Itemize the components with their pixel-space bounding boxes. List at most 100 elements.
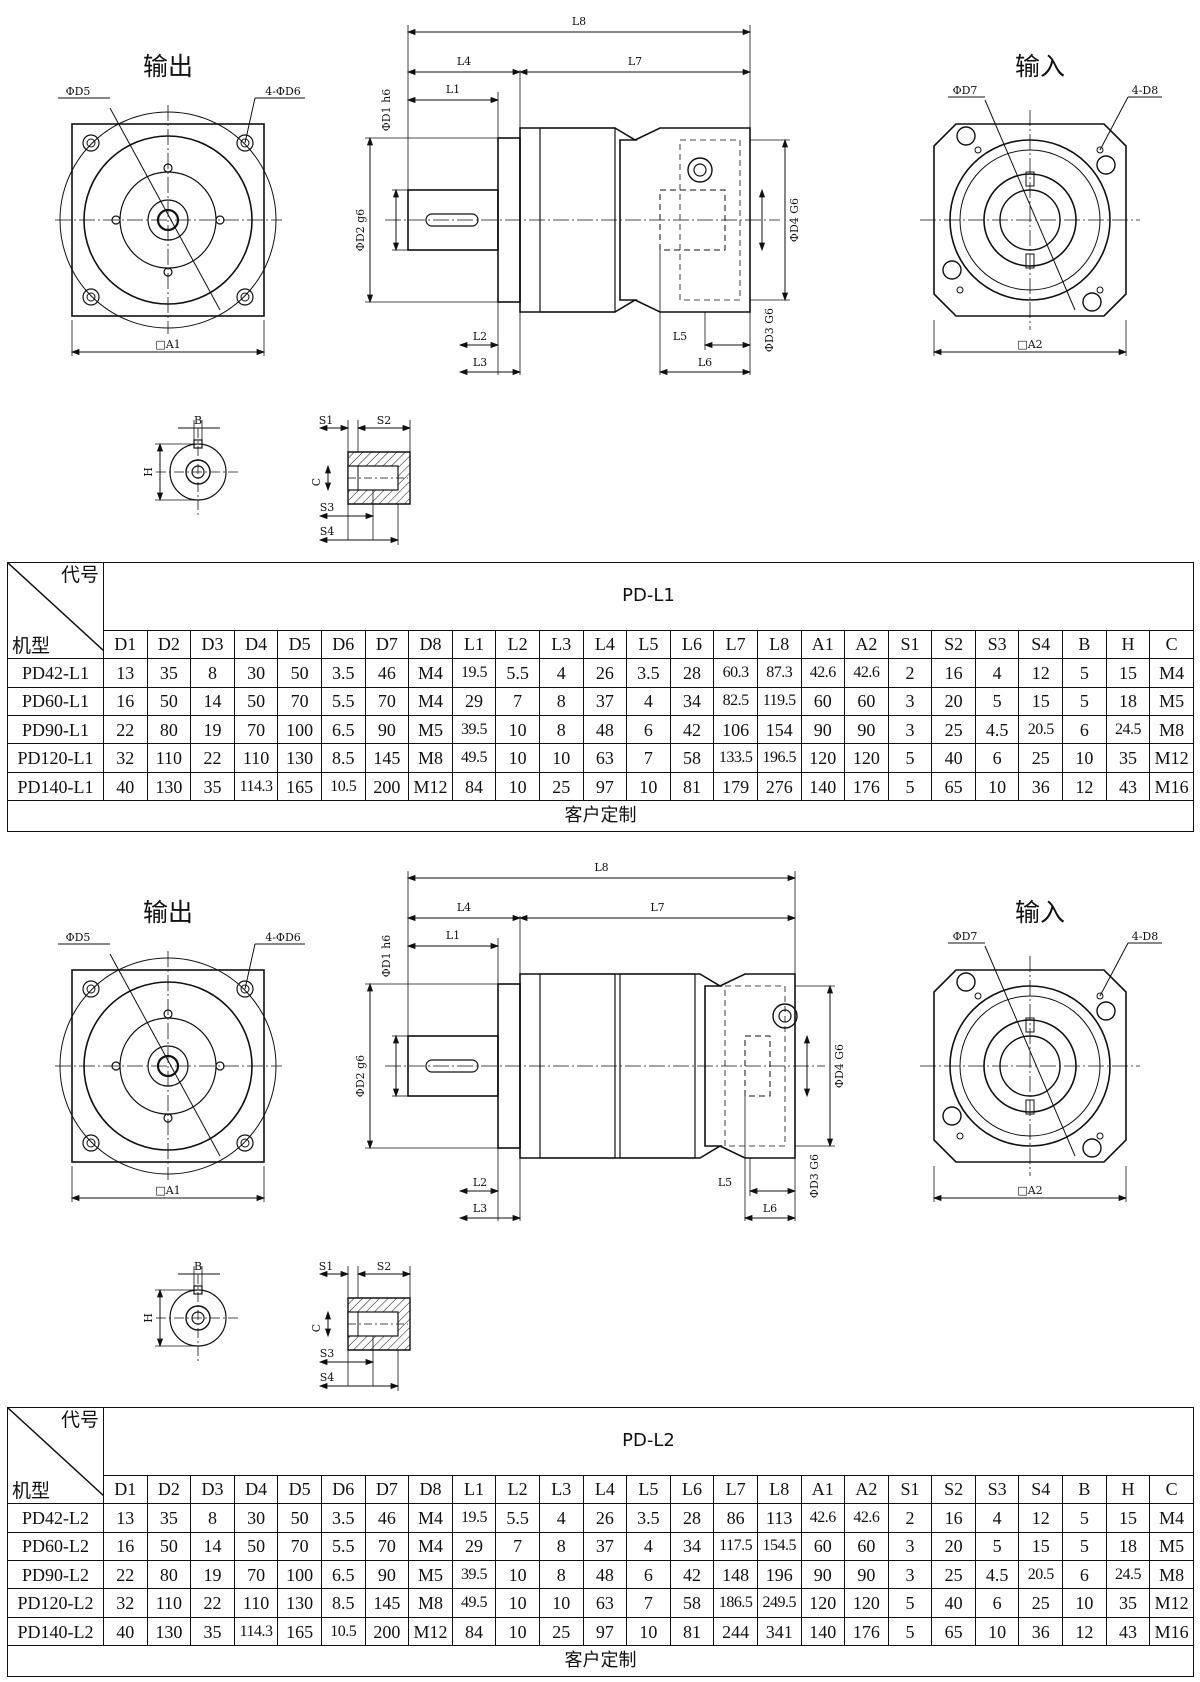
value-cell: M8 — [408, 743, 453, 773]
value-cell: 176 — [844, 771, 889, 802]
arrowhead — [518, 914, 528, 922]
arrowhead — [402, 424, 412, 432]
custom-footer: 客户定制 — [6, 800, 1195, 832]
arrowhead — [365, 512, 375, 520]
arrowhead — [366, 1140, 374, 1150]
value-cell: 8.5 — [320, 1588, 366, 1618]
dim-label-d2: ΦD2 g6 — [354, 1055, 367, 1097]
value-cell: 37 — [582, 1531, 628, 1562]
column-header: H — [1105, 1474, 1151, 1505]
column-header: S3 — [974, 1474, 1020, 1505]
dim-label-l8: L8 — [572, 15, 586, 28]
value-cell: 20 — [931, 686, 976, 717]
value-cell: 63 — [582, 743, 628, 773]
column-header: L7 — [713, 629, 758, 660]
value-cell: M12 — [1149, 743, 1195, 773]
value-cell: 19 — [190, 715, 235, 745]
value-cell: 97 — [582, 1616, 628, 1647]
column-header: B — [1062, 1474, 1107, 1505]
value-cell: 26 — [582, 658, 628, 688]
arrowhead — [458, 341, 468, 349]
arrowhead — [392, 188, 400, 198]
value-cell: 130 — [146, 1616, 192, 1647]
value-cell: 4 — [626, 1531, 671, 1562]
arrowhead — [758, 188, 766, 198]
value-cell: 6 — [974, 743, 1020, 773]
value-cell: 70 — [277, 686, 322, 717]
value-cell: 84 — [451, 771, 497, 802]
arrowhead — [406, 96, 416, 104]
arrowhead — [490, 96, 500, 104]
value-cell: 15 — [1105, 1503, 1151, 1533]
arrowhead — [742, 68, 752, 76]
dim-label-d5: ΦD5 — [66, 85, 91, 98]
value-cell: 148 — [713, 1560, 758, 1590]
value-cell: 10 — [538, 743, 584, 773]
value-cell: M16 — [1149, 1616, 1195, 1647]
mount-hole-icon — [240, 1138, 250, 1148]
value-cell: 114.3 — [233, 771, 279, 802]
value-cell: M4 — [1149, 1503, 1195, 1533]
value-cell: 30 — [233, 1503, 279, 1533]
model-cell: PD42-L2 — [7, 1503, 104, 1533]
value-cell: 117.5 — [713, 1531, 758, 1562]
mount-hole-icon — [240, 292, 250, 302]
value-cell: 60 — [800, 686, 846, 717]
value-cell: 100 — [277, 715, 322, 745]
value-cell: 35 — [190, 771, 235, 802]
value-cell: 4.5 — [974, 715, 1020, 745]
leader-line — [244, 943, 256, 990]
value-cell: 10 — [495, 1616, 540, 1647]
column-header: S4 — [1018, 629, 1064, 660]
value-cell: 90 — [844, 1560, 889, 1590]
column-header: B — [1062, 629, 1107, 660]
dim-label-d4: ΦD4 G6 — [833, 1044, 846, 1088]
value-cell: M8 — [1149, 715, 1195, 745]
value-cell: 5 — [887, 771, 933, 802]
value-cell: 65 — [931, 1616, 976, 1647]
corner-model-label: 机型 — [12, 635, 51, 658]
model-cell: PD120-L2 — [7, 1588, 104, 1618]
arrowhead — [406, 28, 416, 36]
dim-label-d6: 4-ΦD6 — [265, 85, 301, 98]
arrowhead — [743, 1214, 753, 1222]
arrowhead — [402, 1270, 412, 1278]
value-cell: 341 — [756, 1616, 802, 1647]
column-header: L7 — [713, 1474, 758, 1505]
dim-label-s2: S2 — [377, 414, 392, 427]
leader-line — [1099, 96, 1129, 151]
input-mount-hole-icon — [1082, 292, 1102, 312]
value-cell: 12 — [1062, 1616, 1107, 1647]
input-mount-hole-icon — [956, 126, 976, 146]
value-cell: 97 — [582, 771, 628, 802]
value-cell: 10.5 — [320, 771, 366, 802]
value-cell: 80 — [146, 715, 192, 745]
value-cell: 3.5 — [626, 1503, 671, 1533]
value-cell: 3.5 — [626, 658, 671, 688]
value-cell: 42.6 — [800, 658, 846, 688]
value-cell: 10 — [626, 1616, 671, 1647]
arrowhead — [365, 1358, 375, 1366]
value-cell: 5.5 — [495, 1503, 540, 1533]
column-header: H — [1105, 629, 1151, 660]
shaft-keyway — [425, 1059, 479, 1073]
dim-label-d5: ΦD5 — [66, 931, 91, 944]
dim-label-d8: 4-D8 — [1132, 84, 1159, 97]
dim-label-l7: L7 — [628, 55, 642, 68]
dim-label-d3: ΦD3 G6 — [763, 308, 776, 352]
column-header: L5 — [626, 1474, 671, 1505]
arrowhead — [340, 424, 350, 432]
value-cell: 6.5 — [320, 715, 366, 745]
value-cell: 70 — [277, 1531, 322, 1562]
model-cell: PD120-L1 — [7, 743, 104, 773]
dim-label-l3: L3 — [473, 1202, 487, 1215]
arrowhead — [406, 914, 416, 922]
dim-label-d3: ΦD3 G6 — [808, 1154, 821, 1198]
value-cell: 14 — [190, 1531, 235, 1562]
dim-label-l1: L1 — [446, 929, 460, 942]
column-header: A2 — [844, 629, 889, 660]
value-cell: 15 — [1018, 686, 1064, 717]
arrowhead — [256, 348, 266, 356]
value-cell: 10 — [538, 1588, 584, 1618]
